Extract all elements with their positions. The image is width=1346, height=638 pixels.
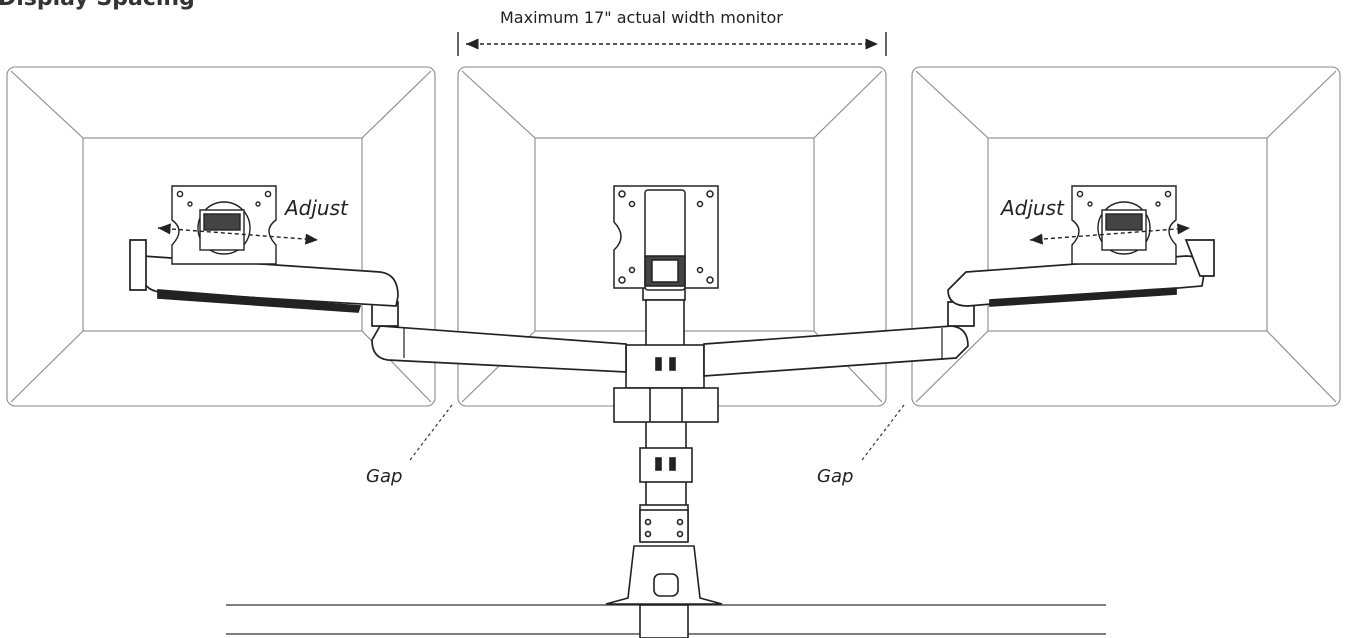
vesa-plate-left [171,185,277,265]
monitor-left [6,66,436,407]
diagram-title: Display Spacing [0,0,195,11]
width-dimension-label: Maximum 17" actual width monitor [500,8,783,27]
vesa-plate-right [1071,185,1177,265]
gap-label-right: Gap [817,466,854,487]
adjust-arrow-left [157,223,319,245]
adjust-label-right: Adjust [1001,196,1064,220]
adjust-arrow-right [1029,223,1191,245]
width-dimension [457,32,887,56]
gap-label-left: Gap [366,466,403,487]
arm-left-upper [129,239,399,313]
arm-right-upper [947,239,1215,307]
gap-leader-right [861,404,905,461]
arm-right-lower [703,301,975,377]
vesa-plate-center [613,185,719,291]
arm-left-lower [371,301,627,373]
center-hub [613,344,719,483]
gap-leader-left [409,404,453,461]
monitor-right [911,66,1341,407]
adjust-label-left: Adjust [285,196,348,220]
desk-clamp [605,509,723,605]
